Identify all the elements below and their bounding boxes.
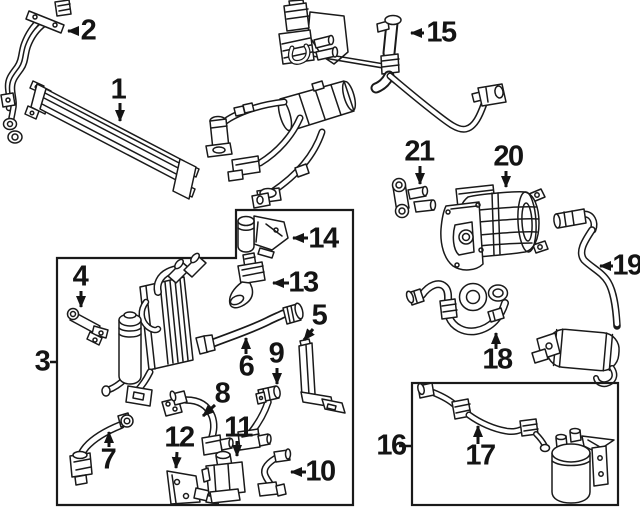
callout-1: 1 (110, 73, 127, 106)
callout-10: 10 (305, 455, 336, 488)
callout-15: 15 (426, 16, 457, 49)
callout-17: 17 (465, 439, 496, 472)
callout-16: 16 (376, 429, 407, 462)
callout-6: 6 (238, 350, 255, 383)
part13-sensor-fitting-drawing (228, 252, 266, 309)
callout-8: 8 (214, 377, 231, 410)
part4-bracket-drawing (66, 307, 109, 346)
callout-18: 18 (482, 343, 513, 376)
part5-bracket-drawing (298, 338, 346, 414)
part6-hose-drawing (195, 302, 304, 355)
part10-tube-drawing (257, 448, 292, 497)
part2-tube-bracket-drawing (0, 0, 72, 144)
callout-19: 19 (612, 249, 640, 282)
part17-hose-drawing (417, 382, 551, 453)
part3-oil-cooler-drawing (101, 252, 207, 407)
part14-valve-drawing (237, 215, 289, 259)
callout-arrows (50, 26, 613, 477)
callout-5: 5 (311, 299, 328, 332)
callout-7: 7 (100, 443, 117, 476)
callout-3: 3 (34, 345, 51, 378)
callout-20: 20 (493, 140, 524, 173)
callout-11: 11 (224, 411, 253, 444)
right-parts-box (410, 381, 620, 507)
part19-hose-muffler-drawing (531, 208, 621, 388)
part15-harness-assembly-drawing (205, 0, 507, 209)
part7-tube-drawing (69, 412, 134, 486)
callout-14: 14 (308, 222, 339, 255)
callout-13: 13 (288, 266, 319, 299)
left-parts-box (55, 208, 355, 507)
part9-hose-drawing (237, 385, 281, 451)
callout-9: 9 (268, 337, 285, 370)
part20-compressor-drawing (440, 184, 549, 271)
part1-condenser-drawing (24, 80, 200, 200)
part21-bracket-drawing (391, 177, 437, 219)
part18-hose-drawing (405, 280, 509, 336)
callout-2: 2 (80, 14, 97, 47)
callout-21: 21 (404, 135, 435, 168)
drier-accumulator-drawing (551, 427, 615, 504)
callout-4: 4 (72, 260, 89, 293)
part11-valve-block-drawing (201, 450, 246, 504)
callout-12: 12 (164, 421, 195, 454)
